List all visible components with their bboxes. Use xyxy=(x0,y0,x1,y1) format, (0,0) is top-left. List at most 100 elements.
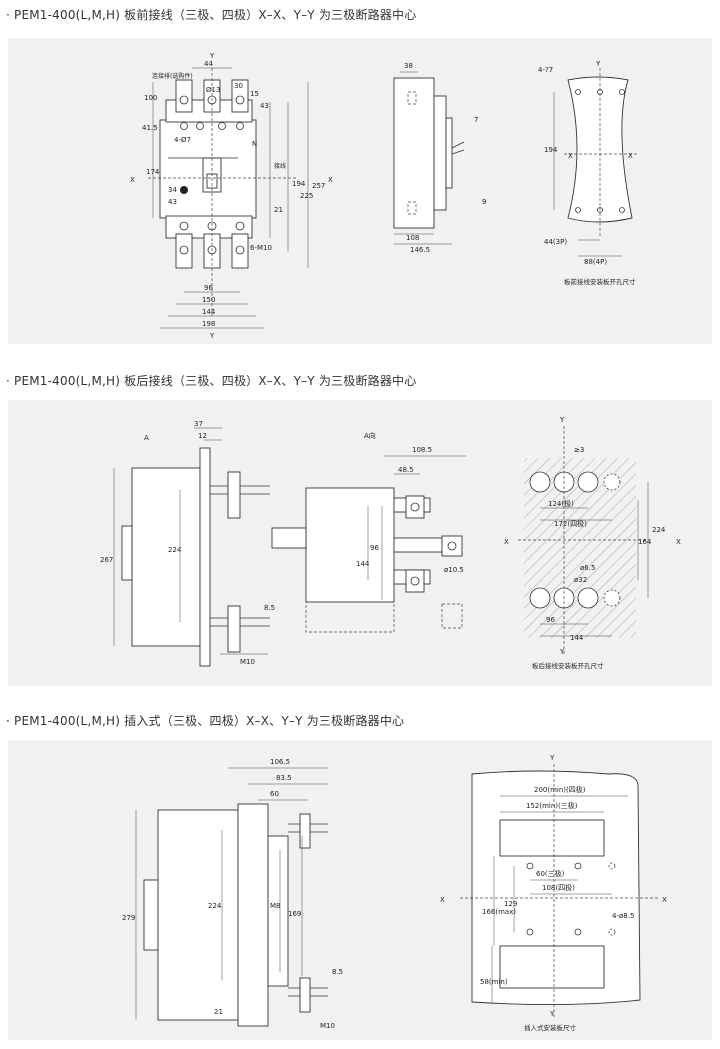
dim-144-cutout: 144 xyxy=(570,634,584,642)
axis-x-rear-left: X xyxy=(504,538,509,546)
rear-side-labels: A 37 12 267 224 8.5 M10 xyxy=(100,420,275,666)
dim-o6-5: ø6.5 xyxy=(580,564,595,572)
rear-cutout-labels: Y ≥3 124(极) 172(四极) X X 224 164 ø6.5 ø32… xyxy=(504,416,681,670)
view-a-labels: A向 108.5 48.5 96 144 ø10.5 xyxy=(356,431,464,574)
caption-plug-in-cutout: 插入式安装板尺寸 xyxy=(524,1023,577,1032)
dim-41-5: 41.5 xyxy=(142,124,158,132)
dim-108-5: 108.5 xyxy=(412,446,432,454)
dim-34: 34 xyxy=(168,186,177,194)
panel-rear-wiring: A 37 12 267 224 8.5 M10 xyxy=(8,400,712,686)
dim-96: 96 xyxy=(204,284,213,292)
dim-257: 257 xyxy=(312,182,325,190)
dim-4-holes: 4-?7 xyxy=(538,66,553,74)
dim-7: 7 xyxy=(474,116,478,124)
dim-144-view: 144 xyxy=(356,560,370,568)
front-cutout xyxy=(553,68,638,257)
dim-267: 267 xyxy=(100,556,113,564)
dim-8-5-plug: 8.5 xyxy=(332,968,343,976)
dim-224-cutout: 224 xyxy=(652,526,666,534)
axis-y-bottom: Y xyxy=(209,332,215,340)
rear-side-view xyxy=(113,427,270,667)
dim-21: 21 xyxy=(274,206,283,214)
dim-y-top: Y xyxy=(209,52,215,60)
caption-front-cutout: 板前接线安装板开孔尺寸 xyxy=(564,277,636,286)
front-view-labels: Y 44 100 Ø13 30 15 43 41.5 4-Ø7 N X 174 … xyxy=(130,52,333,340)
caption-rear-cutout: 板后接线安装板开孔尺寸 xyxy=(532,661,604,670)
plug-in-side-labels: 106.5 83.5 60 279 224 M8 169 8.5 21 M10 xyxy=(122,758,343,1030)
dim-43: 43 xyxy=(168,198,177,206)
dim-200-min: 200(min)(四极) xyxy=(534,785,586,794)
dim-279: 279 xyxy=(122,914,135,922)
dim-150: 150 xyxy=(202,296,215,304)
front-wiring-drawing: Y 44 100 Ø13 30 15 43 41.5 4-Ø7 N X 174 … xyxy=(130,52,638,340)
dim-48-5: 48.5 xyxy=(398,466,414,474)
plug-in-cutout-labels: Y 200(min)(四极) 152(min)(三极) 60(三极) 108(四… xyxy=(440,754,667,1032)
dim-108-four-pole: 108(四极) xyxy=(542,883,575,892)
dim-144: 144 xyxy=(202,308,216,316)
side-view xyxy=(393,71,465,245)
dim-4-o7: 4-Ø7 xyxy=(174,136,191,144)
label-a-arrow: A xyxy=(144,434,149,442)
panel-plug-in: 106.5 83.5 60 279 224 M8 169 8.5 21 M10 xyxy=(8,740,712,1040)
dim-37: 37 xyxy=(194,420,203,428)
dim-164-cutout: 164 xyxy=(638,538,652,546)
dim-m10: M10 xyxy=(240,658,255,666)
dim-96-cutout: 96 xyxy=(546,616,555,624)
dim-106-5: 106.5 xyxy=(270,758,290,766)
axis-x-plug-left: X xyxy=(440,896,445,904)
dim-58-min: 58(min) xyxy=(480,978,508,986)
dim-4-o8-5: 4-ø8.5 xyxy=(612,912,634,920)
dim-44: 44 xyxy=(204,60,213,68)
label-view-a: A向 xyxy=(364,431,376,440)
dim-124-poles: 124(极) xyxy=(548,499,574,508)
dim-m10-plug: M10 xyxy=(320,1022,335,1030)
dim-15: 15 xyxy=(250,90,259,98)
dim-m8: M8 xyxy=(270,902,281,910)
dim-194-cutout: 194 xyxy=(544,146,558,154)
dim-o10-5: ø10.5 xyxy=(444,566,464,574)
dim-30: 30 xyxy=(234,82,243,90)
axis-y-cutout: Y xyxy=(595,60,601,68)
dim-152-min: 152(min)(三极) xyxy=(526,801,578,810)
section-heading-plug-in: · PEM1-400(L,M,H) 插入式（三极、四极）X–X、Y–Y 为三极断… xyxy=(6,714,405,728)
section-heading-front-wiring: · PEM1-400(L,M,H) 板前接线（三极、四极）X–X、Y–Y 为三极… xyxy=(6,8,417,22)
dim-88-4p: 88(4P) xyxy=(584,258,607,266)
dim-6-m10: 6-M10 xyxy=(250,244,272,252)
dim-129: 129 xyxy=(504,900,517,908)
dim-ge3: ≥3 xyxy=(574,446,584,454)
dim-172-four-poles: 172(四极) xyxy=(554,519,587,528)
axis-x-cutout-right: X xyxy=(628,152,633,160)
dim-194: 194 xyxy=(292,180,306,188)
dim-21-plug: 21 xyxy=(214,1008,223,1016)
plug-in-drawing: 106.5 83.5 60 279 224 M8 169 8.5 21 M10 xyxy=(122,754,667,1032)
dim-146-5: 146.5 xyxy=(410,246,430,254)
dim-169: 169 xyxy=(288,910,301,918)
dim-o32: ø32 xyxy=(574,576,587,584)
rear-wiring-drawing: A 37 12 267 224 8.5 M10 xyxy=(100,416,681,670)
label-wiring: 接线 xyxy=(274,162,286,170)
axis-y-plug-bottom: Y xyxy=(549,1010,555,1018)
dim-9: 9 xyxy=(482,198,486,206)
section-heading-rear-wiring: · PEM1-400(L,M,H) 板后接线（三极、四极）X–X、Y–Y 为三极… xyxy=(6,374,417,388)
axis-y-rear-bottom: Y xyxy=(559,648,565,656)
front-view xyxy=(148,67,309,329)
front-cutout-labels: 4-?7 Y 194 X X 44(3P) 88(4P) 板前接线安装板开孔尺寸 xyxy=(538,60,636,286)
dim-8-5: 8.5 xyxy=(264,604,275,612)
plug-in-side-view xyxy=(135,767,328,1027)
dim-60-three-pole: 60(三极) xyxy=(536,869,565,878)
panel-front-wiring: Y 44 100 Ø13 30 15 43 41.5 4-Ø7 N X 174 … xyxy=(8,38,712,344)
axis-x-plug-right: X xyxy=(662,896,667,904)
axis-x-rear-right: X xyxy=(676,538,681,546)
rear-cutout xyxy=(518,426,649,656)
dim-166-max: 166(max) xyxy=(482,908,516,916)
dim-224: 224 xyxy=(168,546,182,554)
axis-x-cutout-left: X xyxy=(568,152,573,160)
label-n: N xyxy=(252,140,257,148)
dim-60: 60 xyxy=(270,790,279,798)
axis-x-right: X xyxy=(328,176,333,184)
dim-225: 225 xyxy=(300,192,313,200)
plug-in-cutout xyxy=(460,764,658,1018)
label-busbar-optional: 连接排(选购件) xyxy=(152,72,193,80)
side-view-labels: 38 7 9 108 146.5 xyxy=(404,62,486,254)
dim-174: 174 xyxy=(146,168,160,176)
